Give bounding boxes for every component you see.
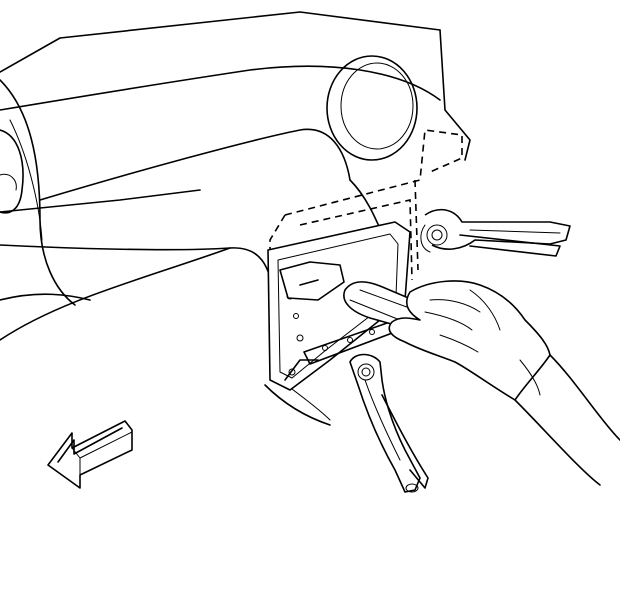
- dash-vent-circle: [326, 55, 418, 161]
- gloved-hand-icon: [388, 280, 620, 486]
- locking-pliers-lower-icon: [349, 353, 429, 493]
- locking-pliers-icon: [420, 208, 571, 257]
- hidden-outline: [269, 129, 463, 320]
- instrument-panel: [0, 11, 471, 426]
- direction-arrow-icon: [47, 420, 133, 489]
